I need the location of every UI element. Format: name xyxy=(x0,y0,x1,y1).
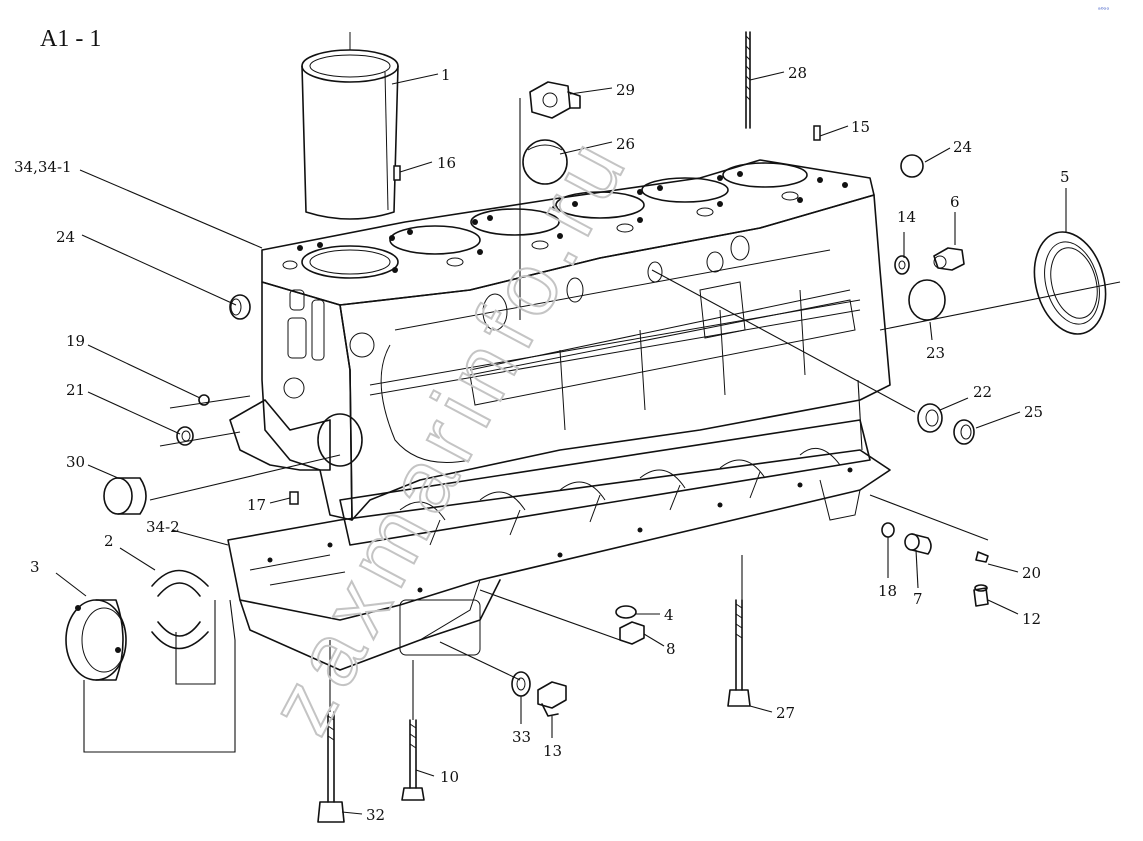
callout-4: 4 xyxy=(664,606,674,624)
callout-8: 8 xyxy=(666,640,676,658)
front-cam-bush xyxy=(103,477,147,515)
o-ring xyxy=(615,605,637,619)
callout-29: 29 xyxy=(616,81,635,99)
callout-23: 23 xyxy=(926,344,945,362)
block-dowel xyxy=(289,491,299,505)
small-fitting xyxy=(881,522,895,538)
callout-leaders xyxy=(55,71,1121,815)
flange-cover xyxy=(529,81,581,119)
callout-15: 15 xyxy=(851,118,870,136)
callout-34: 34,34-1 xyxy=(14,158,72,176)
callout-34-2: 34-2 xyxy=(146,518,180,536)
spring-pin xyxy=(975,551,989,563)
long-stud xyxy=(745,31,751,129)
steel-ball xyxy=(198,394,210,406)
callout-10: 10 xyxy=(440,768,459,786)
lower-crankcase-frame xyxy=(227,449,891,671)
oil-jet-plug xyxy=(904,533,932,555)
cup-plug xyxy=(522,139,568,185)
washer xyxy=(894,255,910,275)
cap-nut xyxy=(973,584,989,607)
callout-24-right: 24 xyxy=(953,138,972,156)
expansion-plug-left xyxy=(229,294,251,320)
callout-3: 3 xyxy=(30,558,40,576)
long-frame-bolt xyxy=(317,711,345,823)
callout-13: 13 xyxy=(543,742,562,760)
expansion-plug-right xyxy=(900,154,924,178)
callout-21: 21 xyxy=(66,381,85,399)
callout-5: 5 xyxy=(1060,168,1070,186)
callout-19: 19 xyxy=(66,332,85,350)
watermark: zaxmarinfo.ru xyxy=(249,117,648,749)
callout-26: 26 xyxy=(616,135,635,153)
drain-plug xyxy=(537,681,567,717)
callout-labels: 1 16 34,34-1 24 19 21 30 17 34-2 2 3 28 … xyxy=(14,64,1070,824)
drain-washer xyxy=(511,671,531,697)
callout-24-left: 24 xyxy=(56,228,75,246)
corner-mark: ᵃ⁰ᵒᵒ xyxy=(1098,6,1109,14)
callout-6: 6 xyxy=(950,193,960,211)
callout-22: 22 xyxy=(973,383,992,401)
callout-16: 16 xyxy=(437,154,456,172)
callout-33: 33 xyxy=(512,728,531,746)
callout-32: 32 xyxy=(366,806,385,824)
callout-25: 25 xyxy=(1024,403,1043,421)
callout-14: 14 xyxy=(897,208,916,226)
rear-oil-seal xyxy=(1033,231,1107,335)
cylinder-liner xyxy=(301,32,399,220)
thrust-washer xyxy=(151,569,209,650)
large-cup-plug xyxy=(908,279,946,321)
main-cap-bolt xyxy=(727,599,751,707)
cylinder-block xyxy=(229,159,891,521)
main-bearing-shell xyxy=(65,599,127,681)
cam-bushing-rear xyxy=(953,419,975,445)
cam-bushing xyxy=(917,403,943,433)
bearing-cap-row xyxy=(339,419,871,546)
nozzle-nut xyxy=(619,621,645,645)
callout-30: 30 xyxy=(66,453,85,471)
callout-7: 7 xyxy=(913,590,923,608)
diagram-title: A1 - 1 xyxy=(40,26,101,52)
callout-18: 18 xyxy=(878,582,897,600)
callout-27: 27 xyxy=(776,704,795,722)
callout-17: 17 xyxy=(247,496,266,514)
callout-28: 28 xyxy=(788,64,807,82)
callout-12: 12 xyxy=(1022,610,1041,628)
callout-1: 1 xyxy=(441,66,451,84)
drain-plug-bolt xyxy=(933,247,965,271)
frame-bolt xyxy=(401,719,425,801)
callout-2: 2 xyxy=(104,532,114,550)
liner-seal-ring xyxy=(393,165,401,181)
dowel-pin xyxy=(813,125,821,141)
callout-20: 20 xyxy=(1022,564,1041,582)
